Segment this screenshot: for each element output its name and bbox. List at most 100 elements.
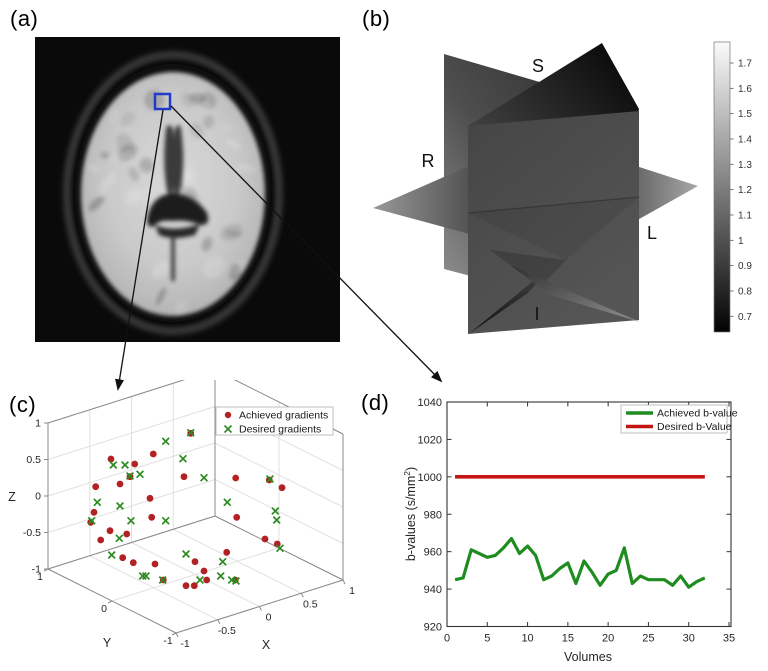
desired-gradient-point [141,571,151,581]
x-tick-label: 0 [266,612,272,624]
colorbar-tick-label: 0.8 [738,286,752,297]
tick-mark [171,632,177,636]
desired-gradient-point [158,575,167,585]
desired-gradient-point [195,575,205,585]
desired-gradient-point [272,515,281,525]
y-tick-label: 1 [37,571,43,583]
desired-gradient-point [115,501,125,511]
desired-gradient-point [161,516,170,525]
colorbar [713,41,731,333]
y-tick-label: 1020 [418,434,442,446]
texture-blob [88,163,100,173]
y-tick-label: 960 [424,547,442,559]
y-tick-label: 1000 [418,472,442,484]
achieved-gradient-point [232,474,240,482]
x-tick-label: 25 [642,633,654,645]
axis-edge [47,380,186,424]
tick-mark [342,579,346,585]
legend-dot-marker [224,411,232,419]
desired-gradient-point [125,471,135,481]
z-tick-label: 1 [35,418,41,430]
z-tick-label: 0.5 [26,454,41,466]
desired-gradient-point [178,454,188,463]
y-tick-label: 980 [424,509,442,521]
plot-box [446,401,732,628]
achieved-gradient-point [191,558,199,566]
panel-c-label: (c) [9,392,37,417]
colorbar-tick-label: 0.7 [738,312,752,323]
x-tick-label: 15 [562,633,574,645]
legend-box [215,406,334,436]
achieved-gradient-point [148,513,156,521]
desired-gradient-point [120,460,130,470]
desired-gradient-point [93,498,102,507]
achieved-gradient-point [97,536,105,544]
achieved-gradient-point [123,530,131,538]
achieved-gradient-point [200,567,208,575]
texture-blob [88,196,105,212]
achieved-gradient-point [273,540,281,548]
y-tick-label: 1040 [418,397,442,409]
y-axis-label: Y [103,636,112,650]
colorbar-tick-label: 1.7 [738,59,752,70]
texture-blob [98,172,117,194]
superior-label: S [532,56,544,76]
x-tick-label: 30 [683,633,695,645]
achieved-gradient-point [107,455,115,463]
roi-box [153,92,172,111]
colorbar-tick-label: 1.6 [738,84,752,95]
achieved-gradient-point [223,548,231,556]
achieved-bvalue-line [454,537,706,589]
texture-blob [199,92,217,110]
colorbar-ticks: 1.71.61.51.41.31.21.110.90.80.7 [730,59,752,323]
texture-blob [100,151,110,159]
colorbar-tick-label: 1.4 [738,134,752,145]
left-label: L [647,223,657,243]
desired-gradient-point [135,470,145,479]
desired-gradient-point [186,428,195,437]
desired-gradient-point [109,460,118,470]
achieved-gradient-point [261,535,269,543]
x-tick-label: 0 [444,633,450,645]
legend-achieved-gradients: Achieved gradients [239,410,328,422]
legend-desired-bvalue: Desired b-Value [657,421,732,433]
x-tick-label: 5 [484,633,490,645]
tick-mark [300,593,304,598]
desired-gradient-point [216,571,225,581]
legend: Achieved b-value Desired b-Value [620,404,738,434]
desired-gradient-point [223,498,232,507]
tick-mark [259,606,262,611]
achieved-gradient-point [180,473,188,481]
x-tick-label: 0.5 [303,598,318,610]
legend: Achieved gradients Desired gradients [215,406,334,436]
colorbar-tick-label: 1.1 [738,210,752,221]
desired-gradient-point [87,516,96,525]
desired-gradient-point [231,576,241,586]
desired-gradient-point [181,549,191,559]
legend-x-marker [223,424,233,434]
y-tick-label: 940 [424,584,442,596]
texture-blob [188,92,205,105]
colorbar-tick-label: 0.9 [738,261,752,272]
achieved-gradient-point [233,513,241,521]
tick-mark [43,568,49,572]
tick-mark [175,632,179,638]
x-tick-label: -1 [180,638,189,650]
axes-tick-labels: 10.50-0.5-110-1-1-0.500.51 [23,418,355,651]
x-axis-label: Volumes [564,650,612,664]
achieved-gradient-point [190,582,198,590]
colorbar-tick-label: 1.5 [738,109,752,120]
y-tick-label: 920 [424,622,442,634]
texture-blob [108,107,119,124]
right-label: R [422,151,435,171]
z-axis-label: Z [8,490,16,504]
seam-shadow [468,197,639,260]
achieved-gradient-point [119,554,127,562]
achieved-gradient-point [149,450,157,458]
desired-gradient-point [275,544,285,553]
achieved-gradient-point [151,560,159,568]
achieved-gradient-point [278,484,286,492]
z-tick-label: 0 [35,491,41,503]
